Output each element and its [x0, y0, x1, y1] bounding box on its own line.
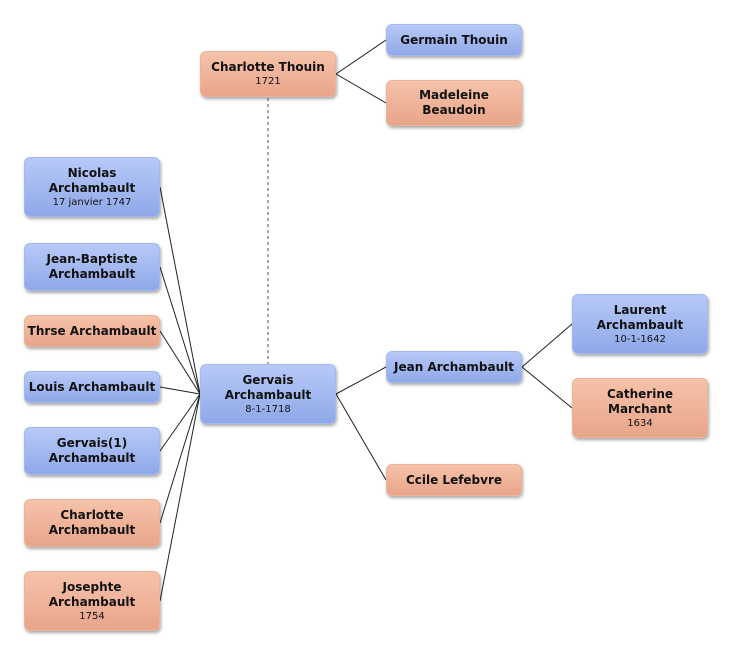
person-josephte-archambault[interactable]: Josephte Archambault 1754: [24, 571, 160, 631]
person-name: Louis Archambault: [28, 379, 156, 394]
link-thrse: [159, 330, 201, 395]
person-gervais-archambault[interactable]: Gervais Archambault 8-1-1718: [200, 364, 336, 424]
person-date: 1634: [627, 417, 653, 429]
person-name: Ccile Lefebvre: [405, 472, 503, 487]
person-name: Gervais(1) Archambault: [48, 436, 136, 465]
person-name: Germain Thouin: [400, 32, 508, 47]
link-charlotte-a: [159, 393, 201, 524]
person-nicolas-archambault[interactable]: Nicolas Archambault 17 janvier 1747: [24, 157, 160, 217]
person-name: Catherine Marchant: [606, 386, 674, 416]
person-date: 17 janvier 1747: [52, 196, 132, 208]
person-germain-thouin[interactable]: Germain Thouin: [386, 24, 522, 56]
person-date: 1754: [79, 610, 105, 622]
person-charlotte-thouin[interactable]: Charlotte Thouin 1721: [200, 51, 336, 97]
person-name: Jean-Baptiste Archambault: [46, 252, 138, 281]
person-name: Madeleine Beaudoin: [419, 88, 489, 117]
person-louis-archambault[interactable]: Louis Archambault: [24, 371, 160, 403]
person-laurent-archambault[interactable]: Laurent Archambault 10-1-1642: [572, 294, 708, 354]
person-date: 8-1-1718: [245, 403, 291, 415]
person-date: 10-1-1642: [614, 333, 666, 345]
link-gervais1: [159, 393, 201, 452]
person-name: Charlotte Thouin: [211, 60, 325, 74]
person-name: Gervais Archambault: [224, 372, 312, 402]
person-ccile-lefebvre[interactable]: Ccile Lefebvre: [386, 464, 522, 496]
person-thrse-archambault[interactable]: Thrse Archambault: [24, 315, 160, 347]
person-madeleine-beaudoin[interactable]: Madeleine Beaudoin: [386, 80, 522, 126]
link-charlotte-madeleine: [335, 73, 387, 104]
person-name: Thrse Archambault: [27, 323, 157, 338]
link-gervais-ccile: [335, 393, 387, 481]
link-josephte: [159, 393, 201, 602]
link-nicolas: [159, 186, 201, 395]
link-louis: [159, 386, 201, 395]
person-name: Charlotte Archambault: [48, 508, 136, 537]
person-name: Jean Archambault: [394, 359, 514, 374]
person-name: Nicolas Archambault: [48, 165, 136, 195]
link-jean-baptiste: [159, 266, 201, 395]
person-jean-baptiste-archambault[interactable]: Jean-Baptiste Archambault: [24, 243, 160, 291]
person-charlotte-archambault[interactable]: Charlotte Archambault: [24, 499, 160, 547]
person-gervais1-archambault[interactable]: Gervais(1) Archambault: [24, 427, 160, 475]
link-jean-laurent: [521, 323, 573, 368]
person-name: Laurent Archambault: [596, 302, 684, 332]
person-catherine-marchant[interactable]: Catherine Marchant 1634: [572, 378, 708, 438]
link-charlotte-germain: [335, 39, 387, 75]
person-jean-archambault[interactable]: Jean Archambault: [386, 351, 522, 383]
link-jean-catherine: [521, 366, 573, 409]
person-name: Josephte Archambault: [48, 579, 136, 609]
link-gervais-jean: [335, 366, 387, 395]
person-date: 1721: [255, 76, 281, 87]
